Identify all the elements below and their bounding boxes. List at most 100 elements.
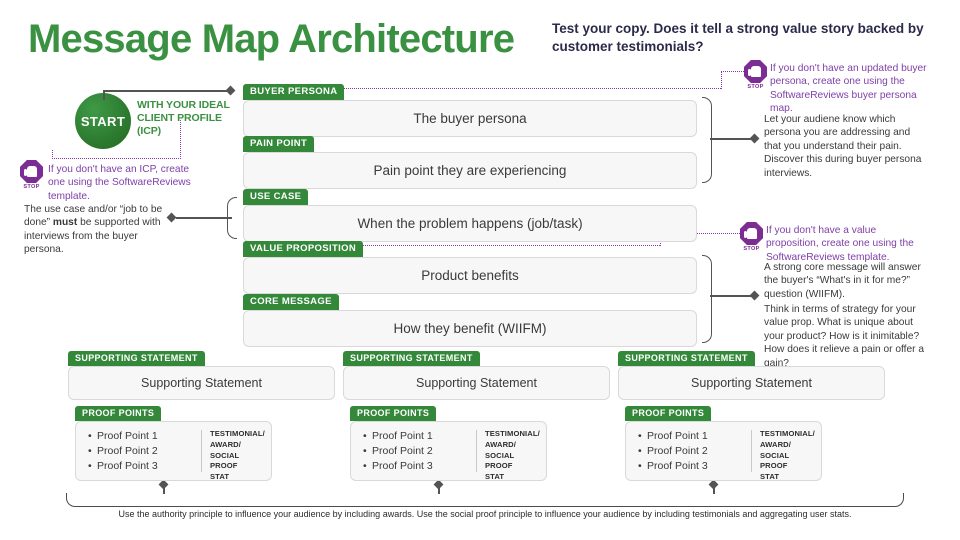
proof-point-list-2: • Proof Point 1 • Proof Point 2 • Proof Poi…: [351, 422, 476, 480]
list-item: • Proof Point 1: [363, 429, 476, 444]
proof-tag-line: TESTIMONIAL/: [210, 429, 265, 438]
box-proof-points-1[interactable]: • Proof Point 1 • Proof Point 2 • Proof Poi…: [75, 421, 272, 481]
connector-start-to-buyer-persona: [104, 90, 230, 92]
stop-icon-label: STOP: [747, 84, 764, 90]
proof-tag-line: SOCIAL PROOF: [485, 450, 515, 471]
dotted-connector-icp-stop-riser: [52, 150, 53, 159]
list-item: • Proof Point 3: [88, 459, 201, 474]
connector-diamond-bottom-2: [433, 479, 444, 490]
divider: [201, 430, 202, 472]
proof-tag-1: TESTIMONIAL/ AWARD/ SOCIAL PROOF STAT: [202, 422, 271, 481]
bottom-caption: Use the authority principle to influence…: [118, 509, 852, 519]
note-buyer-persona-stop: If you don't have an updated buyer perso…: [770, 63, 927, 115]
proof-tag-line: AWARD/: [210, 439, 241, 449]
dotted-connector-buyer-persona-riser: [721, 71, 722, 89]
divider: [751, 430, 752, 472]
stop-icon-value-proposition: STOP: [740, 222, 766, 254]
dotted-connector-value-prop-horizontal: [350, 245, 660, 246]
bullet-icon: •: [363, 444, 367, 457]
bullet-icon: •: [638, 430, 642, 442]
box-supporting-statement-3[interactable]: Supporting Statement: [618, 366, 885, 400]
connector-diamond-persona-note: [749, 133, 760, 144]
proof-tag-2: TESTIMONIAL/ AWARD/ SOCIAL PROOF STAT: [477, 422, 546, 482]
stop-icon-buyer-persona: STOP: [744, 60, 770, 92]
badge-pain-point: PAIN POINT: [243, 136, 315, 152]
note-core-message: A strong core message will answer the bu…: [764, 262, 921, 300]
dotted-connector-icp-vertical: [180, 120, 181, 159]
box-pain-point[interactable]: Pain point they are experiencing: [243, 152, 697, 189]
proof-point-text: Proof Point 3: [647, 459, 708, 472]
proof-point-text: Proof Point 3: [372, 459, 433, 472]
bracket-persona-pain: [702, 97, 712, 183]
connector-diamond-buyer-persona: [225, 85, 236, 96]
proof-tag-3: TESTIMONIAL/ AWARD/ SOCIAL PROOF STAT: [752, 422, 821, 481]
bottom-bracket: [66, 493, 904, 507]
list-item: • Proof Point 2: [363, 444, 476, 459]
hand-icon: [748, 66, 761, 77]
note-use-case-line2: done” must be supported with: [24, 216, 176, 229]
badge-supporting-statement-3: SUPPORTING STATEMENT: [618, 351, 755, 367]
proof-point-text: Proof Point 1: [647, 430, 708, 442]
badge-proof-points-2: PROOF POINTS: [350, 406, 437, 422]
proof-tag-line: SOCIAL PROOF: [210, 450, 240, 471]
stop-icon-icp: STOP: [20, 160, 46, 192]
bullet-icon: •: [638, 444, 642, 457]
proof-point-text: Proof Point 2: [647, 444, 708, 457]
badge-buyer-persona: BUYER PERSONA: [243, 84, 345, 100]
box-proof-points-3[interactable]: • Proof Point 1 • Proof Point 2 • Proof Poi…: [625, 421, 822, 481]
start-caption: WITH YOUR IDEAL CLIENT PROFILE (ICP): [137, 99, 230, 138]
note-strategy: Think in terms of strategy for your valu…: [764, 304, 925, 369]
badge-supporting-statement-1: SUPPORTING STATEMENT: [68, 351, 205, 367]
bullet-icon: •: [88, 459, 92, 472]
badge-proof-points-3: PROOF POINTS: [625, 406, 712, 422]
connector-diamond-bottom-1: [158, 479, 169, 490]
box-buyer-persona[interactable]: The buyer persona: [243, 100, 697, 137]
dotted-connector-value-prop-to-stop: [660, 233, 742, 234]
proof-point-text: Proof Point 1: [372, 430, 433, 442]
proof-tag-line: TESTIMONIAL/: [760, 429, 815, 438]
proof-point-text: Proof Point 1: [97, 430, 158, 442]
bracket-use-case: [227, 197, 237, 239]
badge-supporting-statement-2: SUPPORTING STATEMENT: [343, 351, 480, 367]
start-node[interactable]: START: [75, 93, 131, 149]
connector-diamond-bottom-3: [708, 479, 719, 490]
connector-start-riser: [103, 90, 105, 100]
stop-octagon: [20, 160, 43, 183]
bullet-icon: •: [363, 430, 367, 442]
bullet-icon: •: [88, 444, 92, 457]
proof-point-text: Proof Point 2: [372, 444, 433, 457]
proof-tag-line: AWARD/: [760, 439, 791, 449]
proof-point-list-3: • Proof Point 1 • Proof Point 2 • Proof Poi…: [626, 422, 751, 480]
box-proof-points-2[interactable]: • Proof Point 1 • Proof Point 2 • Proof Poi…: [350, 421, 547, 481]
dotted-connector-buyer-persona-horizontal: [332, 88, 721, 89]
box-supporting-statement-1[interactable]: Supporting Statement: [68, 366, 335, 400]
note-use-case-line2-bold: must: [52, 217, 78, 229]
list-item: • Proof Point 3: [638, 459, 751, 474]
box-core-message[interactable]: How they benefit (WIIFM): [243, 310, 697, 347]
proof-point-text: Proof Point 3: [97, 459, 158, 472]
stop-octagon: [740, 222, 763, 245]
dotted-connector-buyer-persona-to-stop: [721, 71, 744, 72]
badge-core-message: CORE MESSAGE: [243, 294, 339, 310]
box-use-case[interactable]: When the problem happens (job/task): [243, 205, 697, 242]
note-use-case-line3: interviews from the buyer persona.: [24, 230, 138, 256]
bullet-icon: •: [88, 430, 92, 442]
connector-diamond-core-message-note: [749, 290, 760, 301]
note-value-prop-stop: If you don't have a value proposition, c…: [766, 225, 914, 263]
header-subtitle: Test your copy. Does it tell a strong va…: [552, 21, 924, 54]
box-value-proposition[interactable]: Product benefits: [243, 257, 697, 294]
connector-line-use-case: [176, 217, 232, 219]
badge-proof-points-1: PROOF POINTS: [75, 406, 162, 422]
proof-tag-line: AWARD/: [485, 439, 516, 449]
divider: [476, 430, 477, 472]
dotted-connector-icp-horizontal: [52, 158, 181, 159]
bullet-icon: •: [638, 459, 642, 472]
box-supporting-statement-2[interactable]: Supporting Statement: [343, 366, 610, 400]
note-use-case-left: The use case and/or “job to be done” mus…: [24, 203, 176, 257]
start-label: START: [80, 113, 126, 129]
proof-point-text: Proof Point 2: [97, 444, 158, 457]
proof-tag-line: STAT: [485, 472, 505, 482]
badge-use-case: USE CASE: [243, 189, 309, 205]
note-use-case-line1: The use case and/or “job to be: [24, 204, 163, 215]
